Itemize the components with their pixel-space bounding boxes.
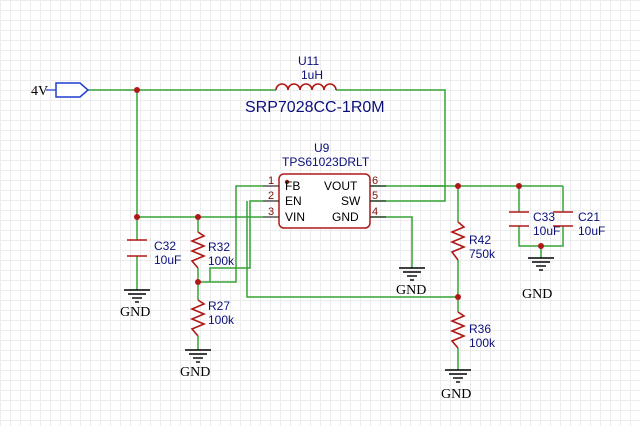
pin4-num: 4 (372, 206, 378, 218)
c33-value: 10uF (533, 224, 560, 238)
pin-vout: VOUT (324, 179, 358, 193)
pin5-num: 5 (372, 190, 378, 202)
inductor-part: SRP7028CC-1R0M (245, 99, 385, 116)
pin3-num: 3 (268, 206, 274, 218)
junction-dots (134, 87, 544, 300)
inductor-ref: U11 (298, 54, 319, 68)
gnd-label-ic: GND (396, 283, 426, 298)
pin2-num: 2 (268, 190, 274, 202)
resistor-r42[interactable]: R42 750k (449, 221, 496, 261)
r27-ref: R27 (208, 299, 230, 313)
ground-c32[interactable]: GND (120, 289, 150, 320)
pin-vin: VIN (285, 210, 305, 224)
c32-value: 10uF (154, 253, 181, 267)
pin-gnd: GND (332, 210, 359, 224)
pin-fb: FB (285, 179, 300, 193)
ground-output-caps[interactable]: GND (522, 257, 554, 302)
ground-r36[interactable]: GND (441, 369, 471, 402)
capacitor-c32[interactable]: C32 10uF (127, 239, 181, 267)
c33-ref: C33 (533, 210, 555, 224)
r32-value: 100k (208, 254, 235, 268)
gnd-label-c32: GND (120, 305, 150, 320)
resistor-r36[interactable]: R36 100k (449, 311, 496, 350)
ground-r27[interactable]: GND (180, 349, 211, 380)
wires (88, 89, 564, 370)
r36-ref: R36 (469, 322, 491, 336)
resistor-r27[interactable]: R27 100k (189, 299, 235, 337)
resistor-r32[interactable]: R32 100k (189, 231, 235, 269)
c32-ref: C32 (154, 239, 176, 253)
gnd-label-r27: GND (180, 365, 210, 380)
r36-value: 100k (469, 336, 496, 350)
capacitor-c21[interactable]: C21 10uF (553, 210, 605, 238)
c21-value: 10uF (578, 224, 605, 238)
r42-ref: R42 (469, 233, 491, 247)
r32-ref: R32 (208, 240, 230, 254)
inductor-u11[interactable]: U11 1uH SRP7028CC-1R0M (245, 54, 385, 116)
inductor-value: 1uH (301, 68, 323, 82)
ic-part: TPS61023DRLT (282, 155, 370, 169)
port-label: 4V (31, 84, 48, 99)
pin6-num: 6 (372, 175, 378, 187)
pin1-num: 1 (268, 175, 274, 187)
power-port-4v[interactable]: 4V (31, 82, 90, 99)
r42-value: 750k (469, 247, 496, 261)
ic-ref: U9 (314, 141, 330, 155)
pin-sw: SW (341, 194, 361, 208)
capacitor-c33[interactable]: C33 10uF (509, 210, 560, 238)
r27-value: 100k (208, 313, 235, 327)
c21-ref: C21 (578, 210, 600, 224)
gnd-label-caps: GND (522, 287, 552, 302)
ic-u9[interactable]: U9 TPS61023DRLT 1 2 3 6 5 4 FB EN VIN VO… (263, 141, 386, 229)
pin-en: EN (285, 194, 302, 208)
gnd-label-r36: GND (441, 387, 471, 402)
ground-ic[interactable]: GND (396, 267, 426, 298)
